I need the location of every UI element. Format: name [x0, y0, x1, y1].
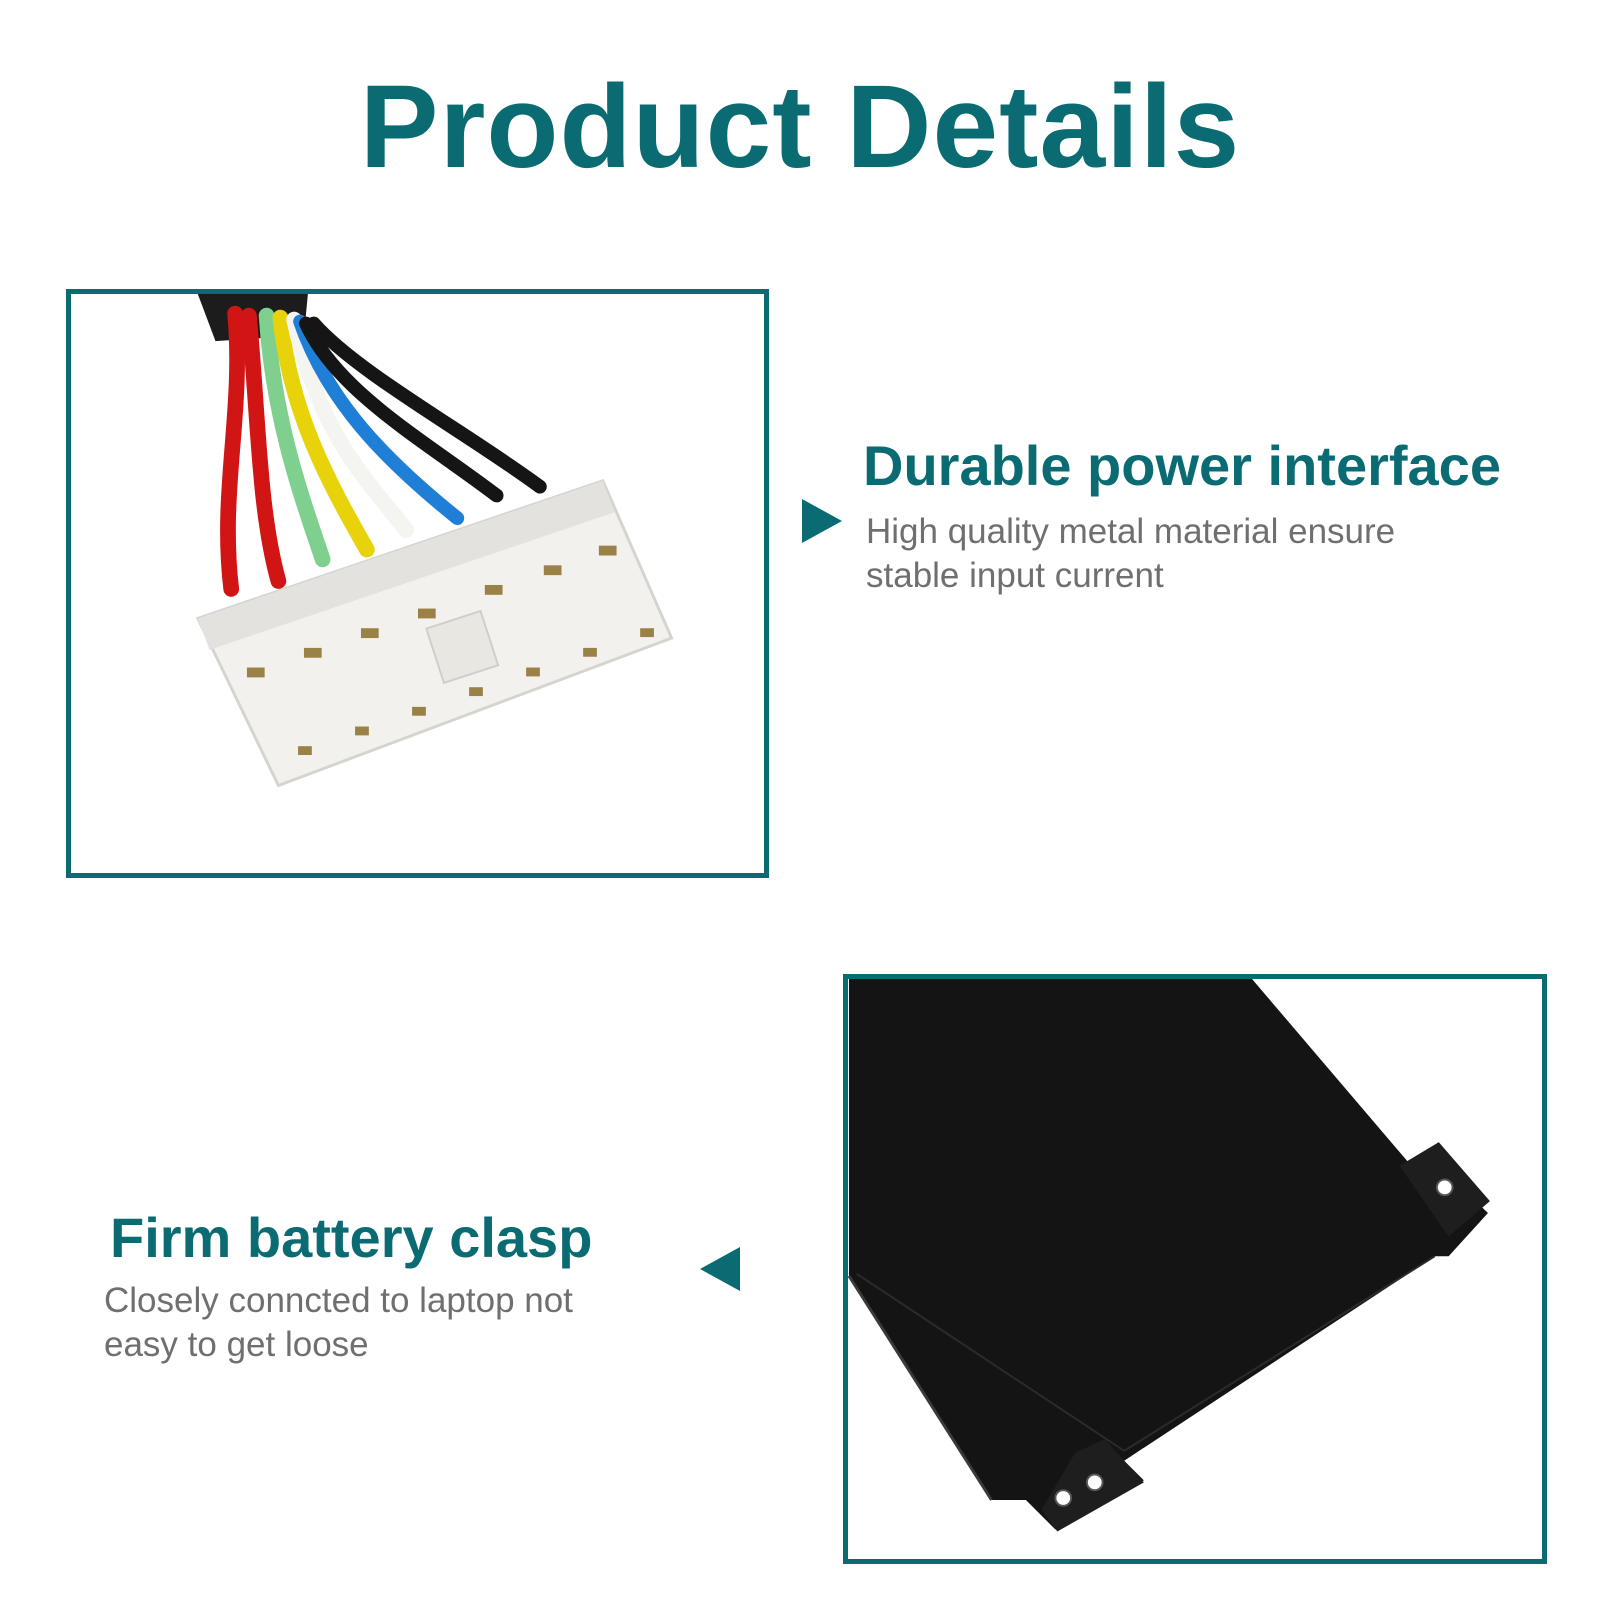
page-title: Product Details	[359, 61, 1241, 193]
triangle-left-icon	[700, 1247, 740, 1291]
power-connector-photo	[66, 289, 769, 878]
triangle-right-icon	[802, 499, 842, 543]
battery-clasp-photo	[843, 974, 1547, 1564]
feature-heading-power-interface: Durable power interface	[863, 434, 1501, 497]
feature-description-power-interface: High quality metal material ensure stabl…	[866, 512, 1396, 595]
feature-description-battery-clasp: Closely conncted to laptop not easy to g…	[104, 1281, 573, 1364]
feature-heading-battery-clasp: Firm battery clasp	[110, 1206, 593, 1269]
